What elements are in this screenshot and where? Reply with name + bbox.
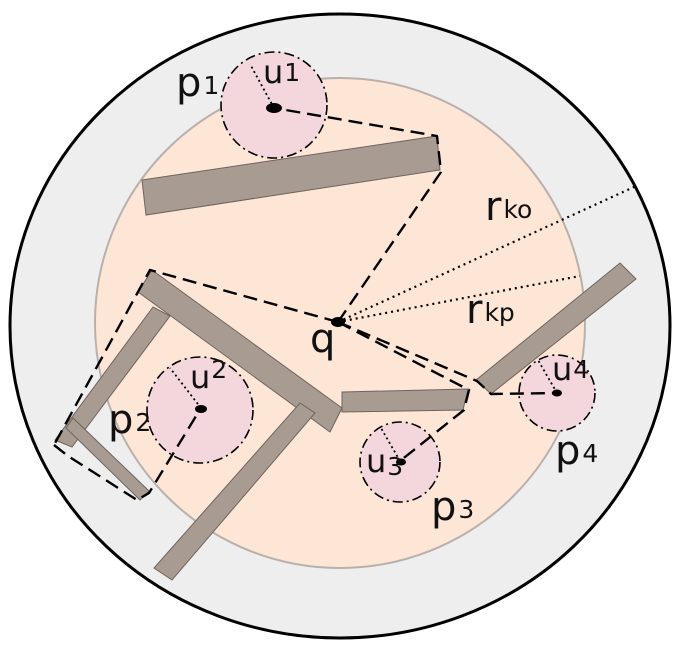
dashed-paths [52, 106, 558, 502]
path-q-p1 [273, 106, 443, 323]
path-q-p3 [337, 320, 471, 462]
obstacles [54, 135, 637, 581]
radius-u3 [380, 427, 401, 462]
label-q: q [310, 316, 335, 362]
path-q-p4 [337, 320, 558, 396]
label-u3: u3 [366, 442, 403, 481]
radius-u2 [169, 367, 202, 409]
label-u2: u2 [190, 355, 227, 396]
label-r-ko: rko [485, 184, 532, 230]
point-u3 [396, 458, 406, 466]
label-u4: u4 [552, 350, 589, 388]
point-radii [169, 63, 558, 462]
label-p3: p3 [431, 484, 474, 530]
label-p1: p1 [176, 60, 219, 106]
label-r-kp: rkp [466, 287, 515, 333]
path-q-p2-bottom [53, 407, 203, 502]
obstacle-top-bar [141, 135, 441, 216]
label-p4: p4 [555, 428, 598, 474]
ray-ko [337, 185, 635, 324]
label-u1: u1 [263, 53, 300, 91]
obstacle-lower-bar [153, 402, 316, 581]
obstacle-left-bar [54, 306, 171, 448]
ray-kp [337, 274, 581, 324]
point-u4 [552, 389, 562, 397]
obstacle-middle-bar [341, 388, 469, 413]
point-u1 [266, 103, 282, 113]
radius-u4 [537, 359, 558, 394]
point-u2 [195, 405, 207, 413]
path-q-p2-top [52, 268, 339, 446]
radius-u1 [249, 63, 275, 109]
point-q [331, 317, 345, 327]
label-p2: p2 [108, 397, 151, 443]
obstacle-small-diagonal [65, 417, 150, 501]
